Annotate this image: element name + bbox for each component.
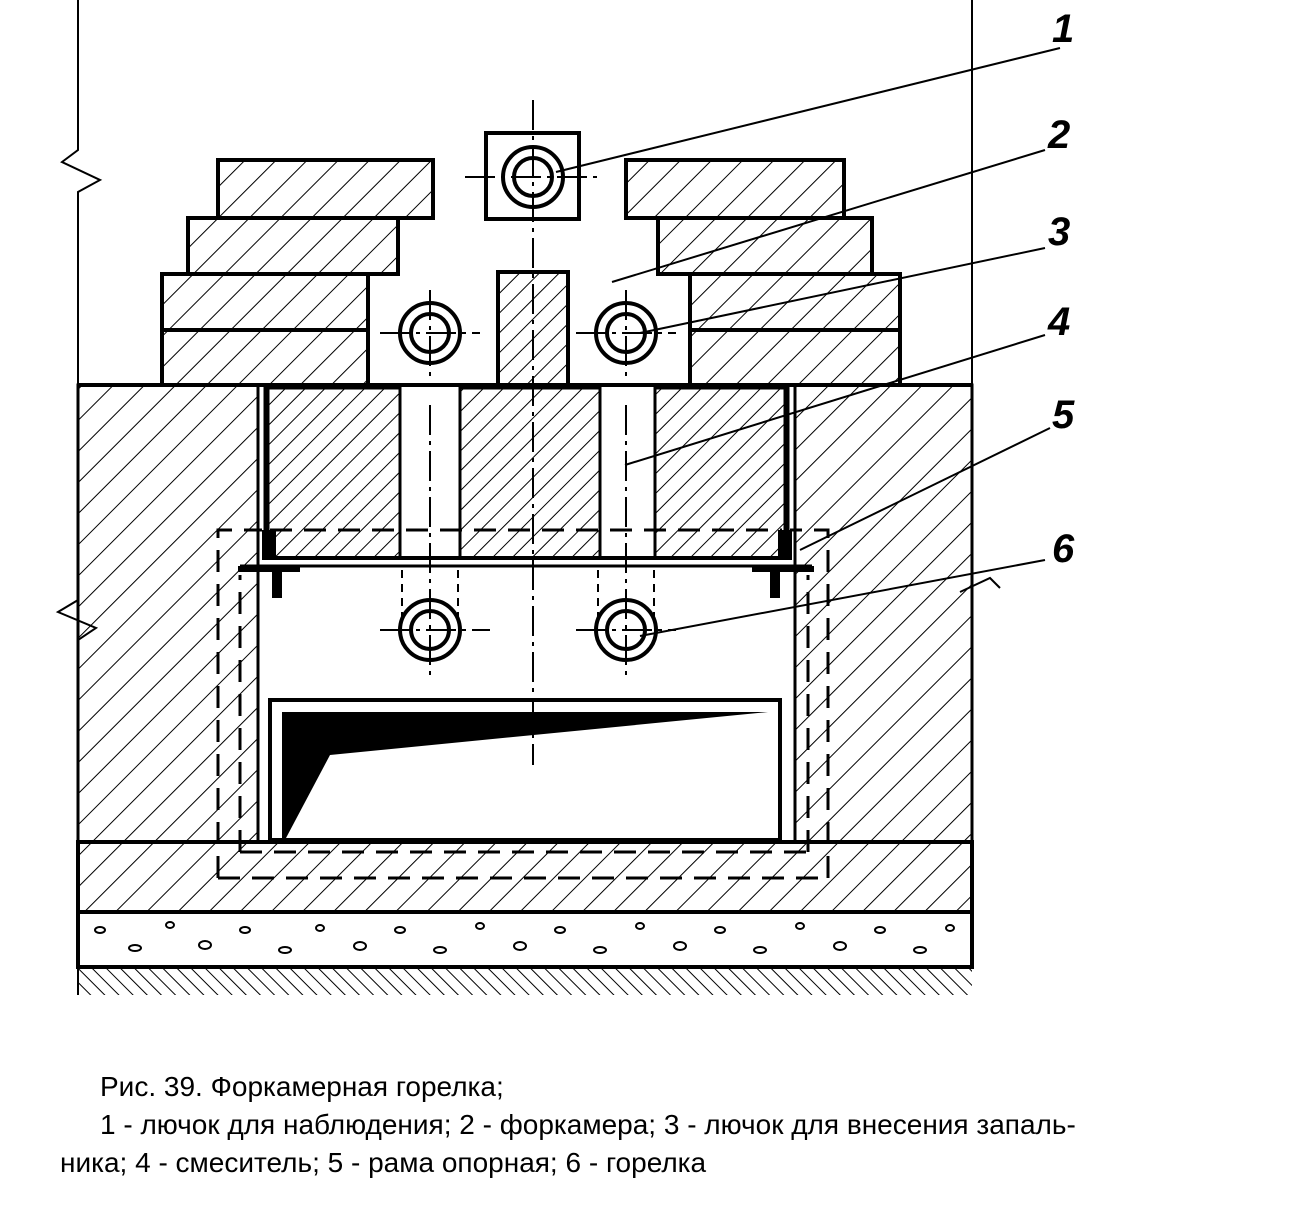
left-lower-wall [76,383,260,844]
leader-lines [555,47,1061,637]
center-lines [380,100,676,765]
right-brick-stack [624,158,902,387]
burner-cross-section-drawing: 1 2 3 4 5 6 [55,0,1075,995]
support-frame [238,530,814,598]
ground-hatch [78,967,972,995]
callout-4: 4 [1047,300,1070,344]
right-lower-wall [793,383,974,844]
callout-3: 3 [1048,210,1070,254]
mixer-block [262,386,792,560]
gravel-layer [76,910,974,969]
dashed-frame-outline [216,528,830,880]
caption-legend-line-2: ника; 4 - смеситель; 5 - рама опорная; 6… [60,1147,707,1178]
caption-title: Рис. 39. Форкамерная горелка; [100,1071,504,1102]
gravel-dots [94,921,955,954]
caption-legend-line-1: 1 - лючок для наблюдения; 2 - форкамера;… [100,1109,1076,1140]
callout-2: 2 [1047,113,1070,157]
callout-1: 1 [1052,7,1074,51]
callout-5: 5 [1052,393,1075,437]
flame-shape [282,712,768,838]
burner-pipe-stems [401,570,655,618]
callout-6: 6 [1052,527,1075,571]
figure-caption: Рис. 39. Форкамерная горелка; 1 - лючок … [60,1068,1290,1182]
left-brick-stack [160,158,435,387]
